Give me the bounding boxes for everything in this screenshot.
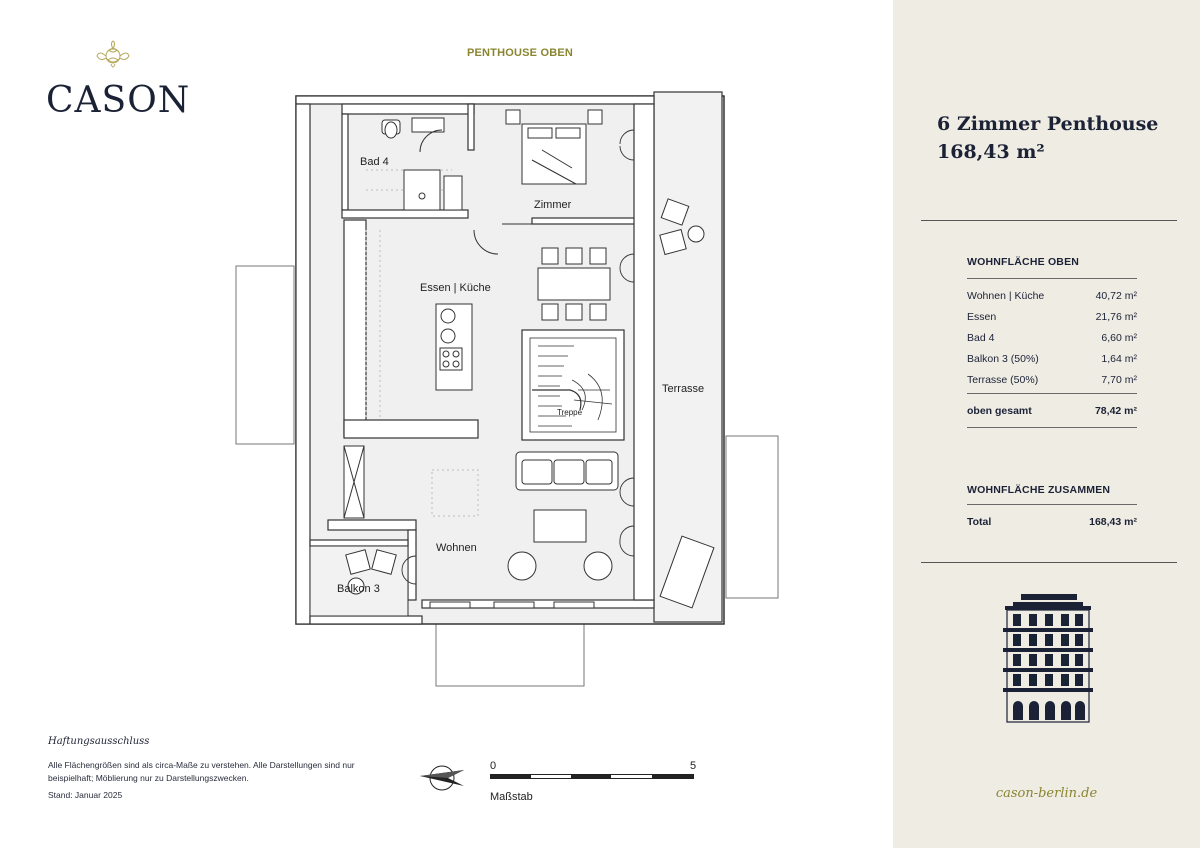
scale-segment bbox=[571, 775, 611, 778]
brand-name: CASON bbox=[46, 80, 191, 121]
balcony-outline-right bbox=[725, 435, 779, 599]
wall-wohnen-divider bbox=[327, 519, 417, 531]
wall-bath-top bbox=[341, 103, 475, 115]
area-value: 1,64 m² bbox=[1101, 352, 1137, 365]
room-label-treppe: Treppe bbox=[557, 408, 583, 417]
website-link[interactable]: cason-berlin.de bbox=[995, 786, 1098, 801]
area-value: 40,72 m² bbox=[1095, 289, 1137, 302]
disclaimer-text: Alle Flächengrößen sind als circa-Maße z… bbox=[48, 760, 355, 783]
wall-bottom bbox=[421, 599, 655, 609]
area-label: Wohnen | Küche bbox=[967, 289, 1045, 302]
coffee-table bbox=[533, 509, 587, 543]
balcony-outline-bottom bbox=[435, 615, 585, 687]
section-title-total: WOHNFLÄCHE ZUSAMMEN bbox=[967, 484, 1111, 496]
area-label: Balkon 3 (50%) bbox=[967, 352, 1039, 365]
area-row: Terrasse (50%) 7,70 m² bbox=[967, 369, 1137, 390]
wall-counter-bottom bbox=[343, 419, 479, 439]
building-facade-icon bbox=[1003, 594, 1093, 723]
info-panel: 6 Zimmer Penthouse 168,43 m² WOHNFLÄCHE … bbox=[893, 0, 1200, 848]
room-label-balkon3: Balkon 3 bbox=[337, 583, 380, 595]
wall-bath-bottom bbox=[341, 209, 469, 219]
room-label-zimmer: Zimmer bbox=[534, 199, 572, 211]
divider bbox=[967, 504, 1137, 505]
toilet-bowl bbox=[384, 121, 398, 139]
area-value: 21,76 m² bbox=[1095, 310, 1137, 323]
terrace-area bbox=[653, 91, 723, 623]
bath-cabinet bbox=[443, 175, 463, 211]
area-row-total: oben gesamt 78,42 m² bbox=[967, 400, 1137, 421]
rose-emblem-icon bbox=[96, 40, 130, 68]
area-table-upper: Wohnen | Küche 40,72 m² Essen 21,76 m² B… bbox=[967, 285, 1137, 390]
wall-bottom-left bbox=[309, 615, 423, 625]
area-row: Wohnen | Küche 40,72 m² bbox=[967, 285, 1137, 306]
grand-total-label: Total bbox=[967, 515, 992, 528]
wall-zimmer-bottom bbox=[531, 217, 637, 225]
floor-plan: Bad 4 Zimmer Essen | Küche Terrasse Trep… bbox=[232, 90, 792, 695]
sun-lounger bbox=[659, 535, 715, 609]
divider bbox=[967, 427, 1137, 428]
wall-bath-left bbox=[341, 113, 349, 211]
area-value: 6,60 m² bbox=[1101, 331, 1137, 344]
area-label: Essen bbox=[967, 310, 997, 323]
disclaimer-date: Stand: Januar 2025 bbox=[48, 790, 123, 800]
north-arrow-icon bbox=[420, 765, 464, 791]
scale-bar-frame bbox=[490, 774, 694, 779]
scale-end: 5 bbox=[690, 760, 697, 772]
wall-balkon-top bbox=[309, 539, 409, 547]
apartment-title: 6 Zimmer Penthouse 168,43 m² bbox=[937, 110, 1158, 166]
wall-top bbox=[295, 95, 655, 105]
wall-left bbox=[295, 103, 311, 625]
room-label-wohnen: Wohnen bbox=[436, 542, 477, 554]
area-row: Balkon 3 (50%) 1,64 m² bbox=[967, 348, 1137, 369]
wall-counter bbox=[343, 219, 367, 437]
room-label-terrasse: Terrasse bbox=[662, 383, 705, 395]
area-label: Bad 4 bbox=[967, 331, 995, 344]
grand-total-value: 168,43 m² bbox=[1089, 515, 1137, 528]
room-label-bad4: Bad 4 bbox=[360, 156, 389, 168]
area-row: Essen 21,76 m² bbox=[967, 306, 1137, 327]
scale-segment bbox=[652, 775, 693, 778]
scale-segment bbox=[491, 775, 531, 778]
total-value: 78,42 m² bbox=[1094, 404, 1137, 417]
disclaimer: Haftungsausschluss Alle Flächengrößen si… bbox=[48, 736, 388, 802]
total-label: oben gesamt bbox=[967, 404, 1032, 417]
apartment-title-line1: 6 Zimmer Penthouse bbox=[937, 113, 1159, 135]
scale-bar: 0 5 Maßstab bbox=[490, 760, 700, 810]
brand-logo: CASON bbox=[46, 40, 191, 121]
divider bbox=[967, 393, 1137, 394]
area-row-grand-total: Total 168,43 m² bbox=[967, 511, 1137, 532]
wall-balkon-right bbox=[407, 529, 417, 601]
floor-label: PENTHOUSE OBEN bbox=[466, 47, 574, 59]
wall-right bbox=[633, 103, 655, 601]
wall-bath-right bbox=[467, 103, 475, 151]
divider bbox=[921, 220, 1177, 221]
scale-label: Maßstab bbox=[490, 791, 533, 803]
divider bbox=[967, 278, 1137, 279]
section-title-upper: WOHNFLÄCHE OBEN bbox=[967, 256, 1080, 268]
scale-start: 0 bbox=[490, 760, 497, 772]
area-label: Terrasse (50%) bbox=[967, 373, 1039, 386]
room-label-essen-kueche: Essen | Küche bbox=[420, 282, 491, 294]
area-row: Bad 4 6,60 m² bbox=[967, 327, 1137, 348]
balcony-outline-left bbox=[235, 265, 295, 445]
dining-table bbox=[537, 267, 611, 301]
apartment-title-line2: 168,43 m² bbox=[937, 141, 1045, 163]
area-value: 7,70 m² bbox=[1101, 373, 1137, 386]
divider bbox=[921, 562, 1177, 563]
floor-plan-drawing bbox=[235, 91, 779, 687]
area-total: Total 168,43 m² bbox=[967, 511, 1137, 532]
area-total-upper: oben gesamt 78,42 m² bbox=[967, 400, 1137, 421]
disclaimer-title: Haftungsausschluss bbox=[48, 736, 150, 747]
shower bbox=[403, 169, 441, 211]
sink bbox=[411, 117, 445, 133]
